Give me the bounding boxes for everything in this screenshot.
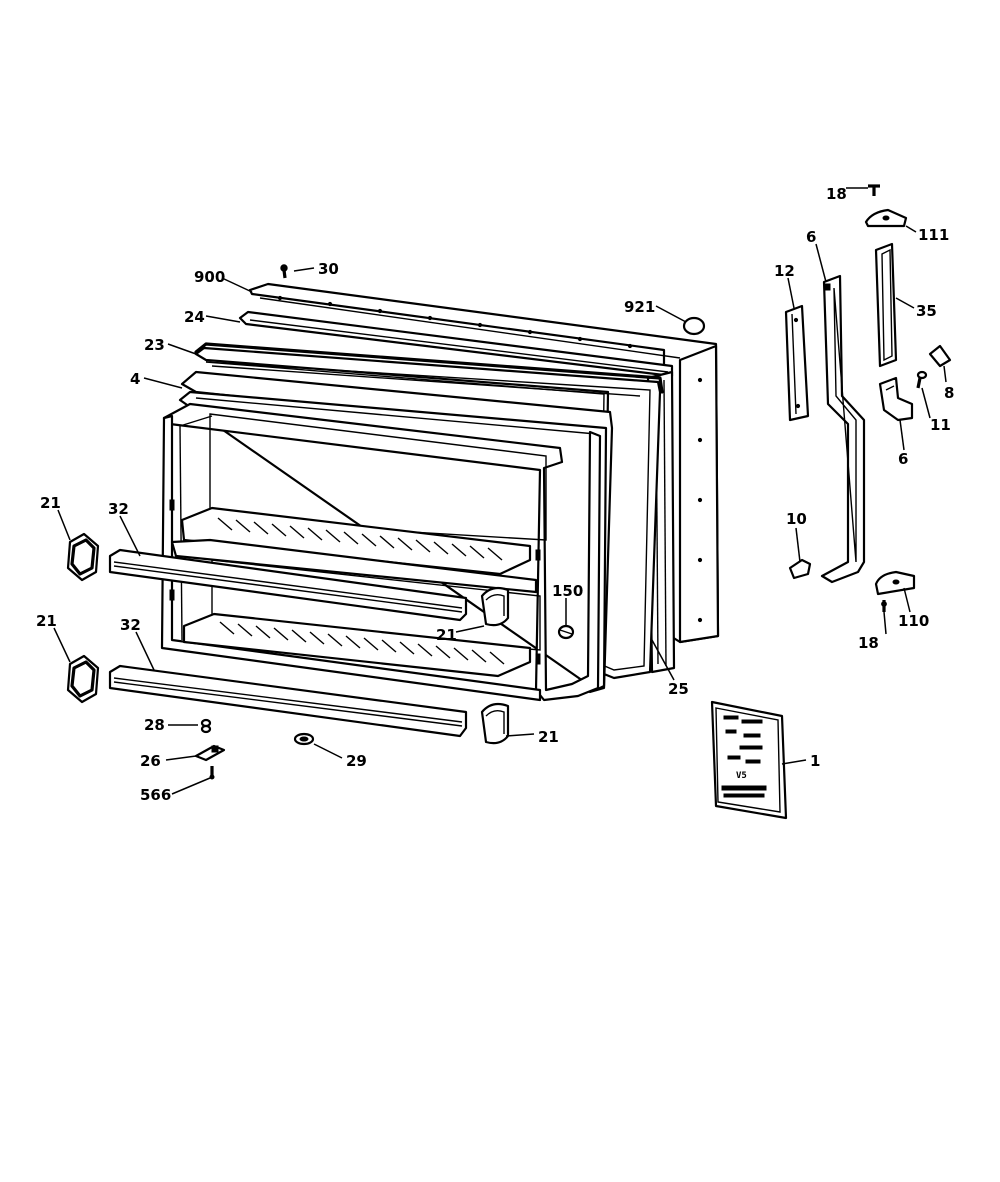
door-plug xyxy=(682,316,706,336)
callout-labels: 18 111 6 12 35 8 11 6 10 110 18 1 900 30… xyxy=(36,185,954,804)
leader-lines xyxy=(53,187,947,795)
bottom-hinge-cover xyxy=(874,570,916,596)
shelf-end-cap-lower-right xyxy=(480,702,510,745)
svg-text:V5: V5 xyxy=(736,771,747,781)
callout-12: 12 xyxy=(774,262,795,280)
callout-21: 21 xyxy=(40,494,61,512)
callout-566: 566 xyxy=(140,786,171,804)
callout-1: 1 xyxy=(810,752,820,770)
hinge-screw xyxy=(916,370,928,389)
callout-35: 35 xyxy=(916,302,937,320)
callout-28: 28 xyxy=(144,716,165,734)
callout-11: 11 xyxy=(930,416,951,434)
handle-screw xyxy=(200,718,212,734)
door-stop xyxy=(557,624,575,640)
callout-10: 10 xyxy=(786,510,807,528)
shelf-bar-upper xyxy=(108,548,468,622)
callout-111: 111 xyxy=(918,226,949,244)
callout-30: 30 xyxy=(318,260,339,278)
callout-29: 29 xyxy=(346,752,367,770)
callout-6: 6 xyxy=(806,228,816,246)
door-inner-liner xyxy=(160,402,602,702)
callout-21: 21 xyxy=(436,626,457,644)
shelf-end-cap-lower-left xyxy=(66,654,100,704)
shelf-end-cap-upper-left xyxy=(66,532,100,582)
shelf-end-cap-upper-right xyxy=(480,586,510,627)
screw-bottom xyxy=(881,600,887,612)
shelf-bar-lower xyxy=(108,664,468,738)
callout-4: 4 xyxy=(130,370,140,388)
instruction-card: V5 xyxy=(710,700,788,820)
callout-921: 921 xyxy=(624,298,655,316)
callout-18: 18 xyxy=(826,185,847,203)
callout-23: 23 xyxy=(144,336,165,354)
callout-32: 32 xyxy=(108,500,129,518)
callout-21: 21 xyxy=(538,728,559,746)
callout-26: 26 xyxy=(140,752,161,770)
callout-8: 8 xyxy=(944,384,954,402)
door-gasket xyxy=(194,342,664,680)
callout-900: 900 xyxy=(194,268,225,286)
callout-18: 18 xyxy=(858,634,879,652)
lower-hinge-clip xyxy=(788,558,812,580)
screw-top xyxy=(868,184,880,196)
handle-pin xyxy=(209,766,215,780)
handle-bracket xyxy=(194,744,226,762)
hinge-bracket-upper xyxy=(874,242,898,368)
callout-25: 25 xyxy=(668,680,689,698)
hinge-washer xyxy=(928,344,952,368)
hinge-shim xyxy=(784,304,810,422)
callout-24: 24 xyxy=(184,308,205,326)
door-grommet xyxy=(293,732,315,746)
hinge-block xyxy=(878,376,914,422)
callout-110: 110 xyxy=(898,612,929,630)
callout-6: 6 xyxy=(898,450,908,468)
callout-32: 32 xyxy=(120,616,141,634)
top-hinge-cover xyxy=(864,208,908,228)
door-screw xyxy=(280,264,288,279)
callout-21: 21 xyxy=(36,612,57,630)
callout-150: 150 xyxy=(552,582,583,600)
hinge-pin-top xyxy=(820,274,866,584)
